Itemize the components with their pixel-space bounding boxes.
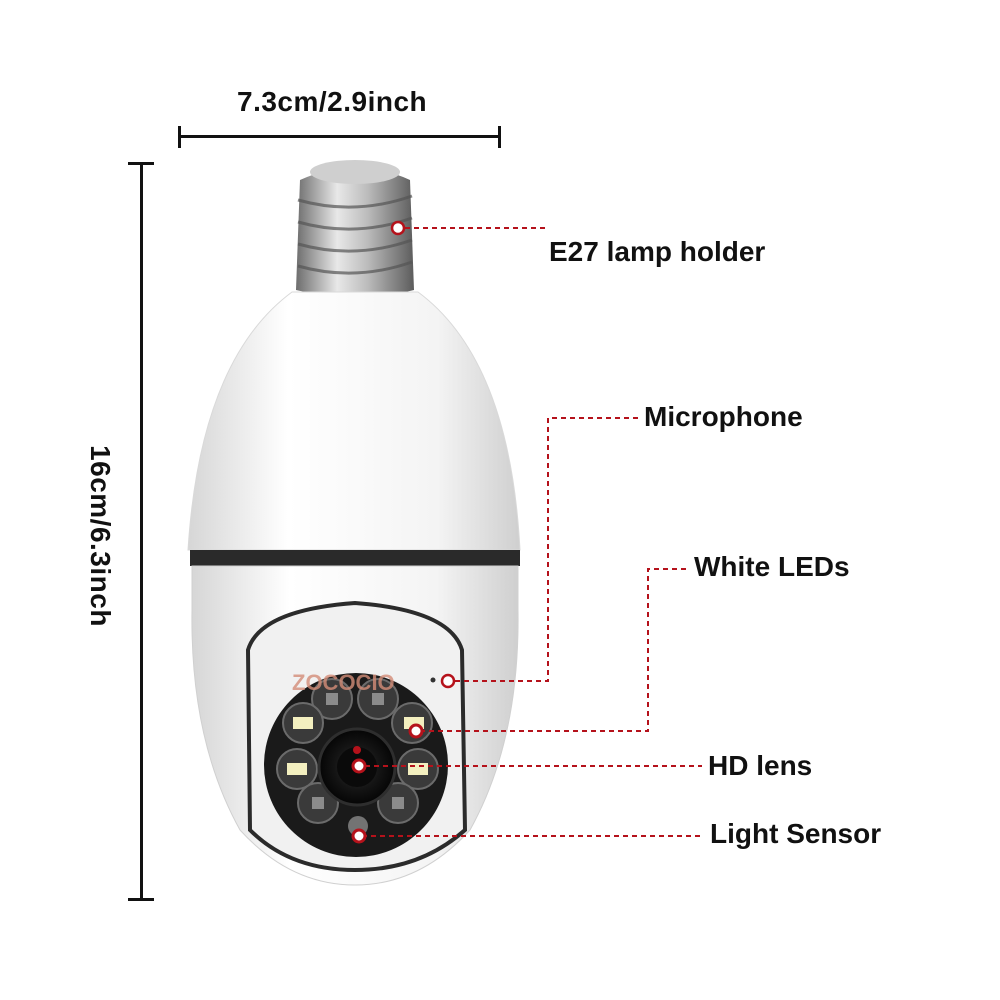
width-dimension-tick-right: [498, 126, 501, 148]
height-dimension-line: [140, 162, 143, 900]
microphone-hole: [430, 677, 436, 683]
callout-e27-lamp-holder: E27 lamp holder: [549, 236, 766, 267]
watermark: ZOCOCIO: [292, 670, 395, 695]
callout-lines: [362, 227, 702, 837]
height-dimension-tick-top: [128, 162, 154, 165]
height-dimension-tick-bottom: [128, 898, 154, 901]
bulb-upper-shell: [187, 291, 521, 551]
shell-seam: [190, 550, 520, 566]
callout-hd-lens: HD lens: [708, 750, 813, 781]
led-array: [276, 678, 439, 824]
width-dimension-tick-left: [178, 126, 181, 148]
e27-screw-base: [296, 160, 414, 298]
callout-white-leds: White LEDs: [694, 551, 850, 582]
callout-microphone: Microphone: [644, 401, 803, 432]
callout-light-sensor: Light Sensor: [710, 818, 882, 849]
width-dimension-line: [178, 135, 500, 138]
width-dimension-label: 7.3cm/2.9inch: [237, 86, 428, 117]
callout-dots: [351, 220, 456, 844]
